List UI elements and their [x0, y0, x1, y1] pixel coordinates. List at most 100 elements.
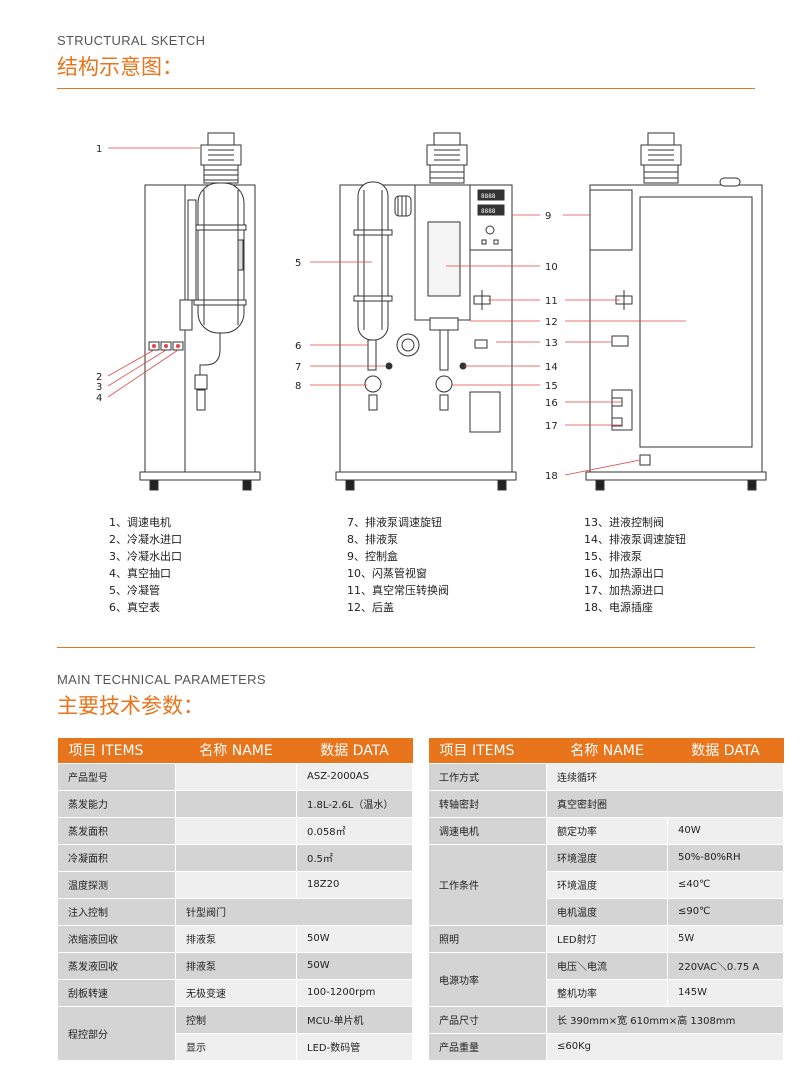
table-cell: 蒸发液回收	[57, 951, 176, 980]
table-cell: 工作方式	[428, 762, 547, 791]
table-cell: 排液泵	[175, 951, 297, 980]
table-cell: 产品型号	[57, 762, 176, 791]
table-header-cell: 项目 ITEMS	[57, 738, 176, 763]
table-row: 产品型号 ASZ-2000AS	[57, 762, 413, 791]
back-view	[585, 132, 767, 491]
callout-1: 1	[96, 144, 102, 155]
front-view	[335, 132, 517, 491]
section-divider	[57, 647, 755, 648]
table-cell: 转轴密封	[428, 789, 547, 818]
parts-list-item: 1、调速电机	[109, 516, 171, 529]
parts-list-item: 6、真空表	[109, 601, 160, 614]
table-header-cell: 数据 DATA	[296, 738, 413, 763]
table-cell: 照明	[428, 924, 547, 953]
callout-14: 14	[545, 362, 558, 373]
table-cell: 220VAC＼0.75 A	[667, 951, 784, 980]
table-cell: 电源功率	[428, 951, 547, 1007]
table-cell	[175, 762, 297, 791]
parts-list-item: 13、进液控制阀	[584, 516, 664, 529]
table-cell: 无极变速	[175, 978, 297, 1007]
table-row: 转轴密封真空密封圈	[428, 789, 784, 818]
table-cell: 刮板转速	[57, 978, 176, 1007]
table-cell: 真空密封圈	[546, 789, 784, 818]
table-cell: 40W	[667, 816, 784, 845]
params-title-en: MAIN TECHNICAL PARAMETERS	[57, 672, 266, 687]
table-cell: 18Z20	[296, 870, 413, 899]
parts-list-item: 15、排液泵	[584, 550, 642, 563]
table-cell: 显示	[175, 1032, 297, 1061]
callout-10: 10	[545, 262, 558, 273]
parts-list-item: 9、控制盒	[347, 550, 398, 563]
parts-list-item: 2、冷凝水进口	[109, 533, 182, 546]
callout-numbers: 1 2 3 4 5 6 7 8 9 10 11 12 13 14 15 16 1…	[96, 144, 558, 482]
table-cell: 5W	[667, 924, 784, 953]
table-cell: 0.058㎡	[296, 816, 413, 845]
table-header-cell: 名称 NAME	[546, 738, 668, 763]
table-cell: 环境湿度	[546, 843, 668, 872]
table-cell: LED射灯	[546, 924, 668, 953]
table-cell: ASZ-2000AS	[296, 762, 413, 791]
parts-list-item: 5、冷凝管	[109, 584, 160, 597]
table-cell	[175, 789, 297, 818]
table-cell: ≤60Kg	[546, 1032, 784, 1061]
table-cell: 电机温度	[546, 897, 668, 926]
table-cell: 1.8L-2.6L（温水）	[296, 789, 413, 818]
display-right: 8888	[481, 208, 496, 215]
callout-11: 11	[545, 296, 558, 307]
table-row: 环境温度≤40℃	[429, 870, 784, 899]
table-cell: 注入控制	[57, 897, 176, 926]
table-cell: ≤40℃	[667, 870, 784, 899]
table-header-cell: 名称 NAME	[175, 738, 297, 763]
table-cell: 电压＼电流	[546, 951, 668, 980]
table-row: 注入控制针型阀门	[57, 897, 413, 926]
table-row: 蒸发能力 1.8L-2.6L（温水）	[57, 789, 413, 818]
table-cell: 整机功率	[546, 978, 668, 1007]
table-cell: 长 390mm×宽 610mm×高 1308mm	[546, 1005, 784, 1034]
callout-13: 13	[545, 338, 558, 349]
callout-2: 2	[96, 372, 102, 383]
table-cell: 冷凝面积	[57, 843, 176, 872]
callout-18: 18	[545, 471, 558, 482]
table-cell: 调速电机	[428, 816, 547, 845]
table-row: 工作方式连续循环	[428, 762, 784, 791]
section-title-en: STRUCTURAL SKETCH	[57, 33, 206, 48]
table-cell: 温度探测	[57, 870, 176, 899]
table-cell: 控制	[175, 1005, 297, 1034]
table-cell: 连续循环	[546, 762, 784, 791]
table-cell: 环境温度	[546, 870, 668, 899]
parts-list-item: 7、排液泵调速旋钮	[347, 516, 442, 529]
callout-12: 12	[545, 317, 558, 328]
section-title-zh: 结构示意图：	[57, 55, 183, 79]
table-cell: MCU-单片机	[296, 1005, 413, 1034]
control-displays: 8888 8888	[481, 193, 496, 215]
table-cell	[175, 870, 297, 899]
callout-9: 9	[545, 211, 551, 222]
params-title-zh: 主要技术参数：	[57, 694, 204, 718]
table-row: 产品尺寸长 390mm×宽 610mm×高 1308mm	[428, 1005, 784, 1034]
table-cell: 程控部分	[57, 1005, 176, 1061]
table-cell: 50W	[296, 951, 413, 980]
table-cell: 145W	[667, 978, 784, 1007]
table-cell: 排液泵	[175, 924, 297, 953]
table-cell: 产品尺寸	[428, 1005, 547, 1034]
table-row: 温度探测 18Z20	[57, 870, 413, 899]
table-cell: 额定功率	[546, 816, 668, 845]
table-cell: 蒸发能力	[57, 789, 176, 818]
structural-sketch: 1 2 3 4 5 6 7 8 9 10 11 12 13 14 15 16 1…	[96, 132, 767, 491]
